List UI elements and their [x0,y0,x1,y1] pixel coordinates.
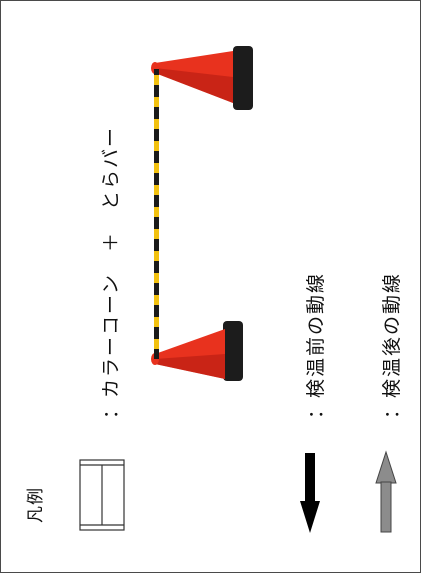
legend-label-cone-bar: ：カラーコーン ＋ とらバー [100,125,122,419]
cone-bar-symbol [79,459,125,531]
legend-title: 凡例 [26,487,46,523]
gray-arrow-icon [375,450,397,533]
legend-label-after-temp: ：検温後の動線 [381,271,403,419]
color-cone-bottom [151,321,243,381]
legend-label-before-temp: ：検温前の動線 [305,271,327,419]
color-cone-bar-illustration [151,46,253,381]
tora-bar [154,69,159,359]
color-cone-top [151,46,253,110]
black-arrow-icon [300,453,320,533]
